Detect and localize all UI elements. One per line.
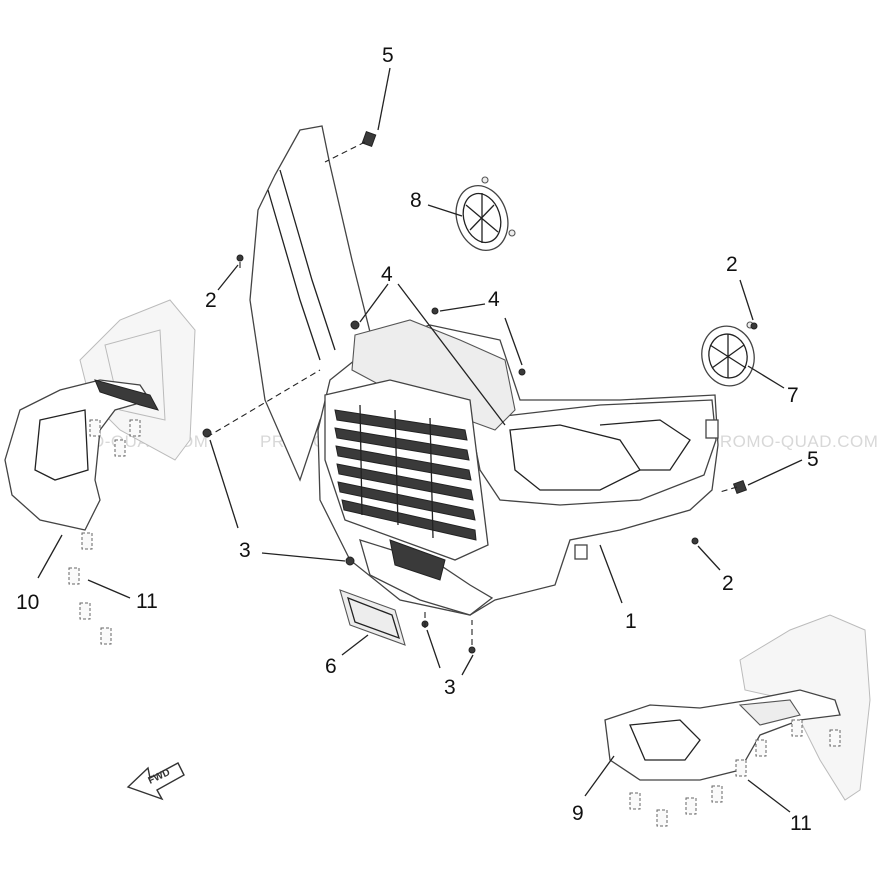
callout-7: 7 — [787, 384, 799, 407]
callout-4-left: 4 — [381, 263, 393, 286]
callout-6: 6 — [325, 655, 337, 678]
callout-9: 9 — [572, 802, 584, 825]
callout-2-left: 2 — [205, 289, 217, 312]
side-guard-part-9 — [604, 614, 871, 801]
callout-5-right: 5 — [807, 448, 819, 471]
callout-4-right: 4 — [488, 288, 500, 311]
side-guard-part-10 — [4, 299, 196, 531]
nut-5-right — [732, 479, 748, 495]
watermark-4: PROMO-QUAD.COM — [708, 432, 877, 451]
callout-11-left: 11 — [136, 590, 158, 613]
callout-2-upper-right: 2 — [726, 253, 738, 276]
callout-3-bottom: 3 — [444, 676, 456, 699]
nut-5-top — [361, 131, 377, 147]
callout-8: 8 — [410, 189, 422, 212]
vent-cover-part-7 — [701, 321, 755, 387]
fasteners — [68, 131, 758, 827]
assembly-lines — [206, 141, 738, 645]
leader-lines — [37, 67, 803, 813]
front-bumper-part-1 — [249, 125, 719, 616]
callout-1: 1 — [625, 610, 637, 633]
callout-10: 10 — [16, 591, 39, 614]
callout-labels: 5 8 2 4 4 2 7 5 2 3 1 6 3 10 11 9 11 — [16, 44, 819, 835]
callout-5-top: 5 — [382, 44, 394, 67]
callout-3-left: 3 — [239, 539, 251, 562]
callout-2-lower-right: 2 — [722, 572, 734, 595]
plate-bracket-part-6 — [339, 589, 406, 646]
vent-cover-part-8 — [455, 176, 516, 251]
callout-11-right: 11 — [790, 812, 812, 835]
grille-slats — [334, 404, 477, 541]
forward-arrow-icon: FWD — [126, 762, 185, 801]
